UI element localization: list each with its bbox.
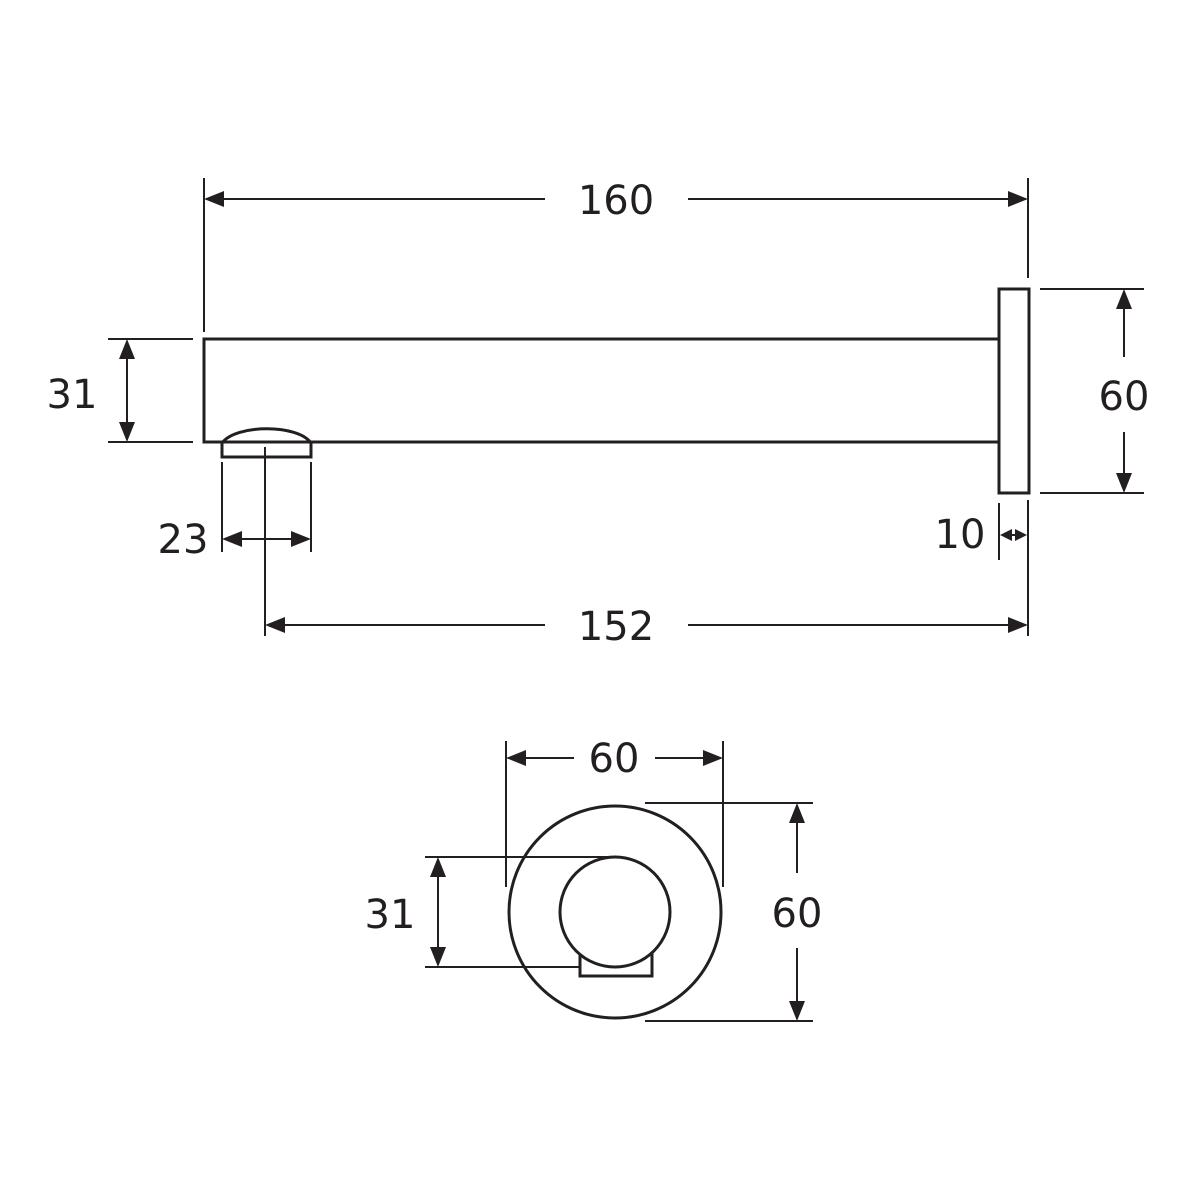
dimension-label-60-side: 60 (1099, 374, 1150, 420)
dimension-plate-thickness: 10 (935, 503, 1029, 560)
dimension-spout-height-front: 31 (365, 856, 615, 968)
dimension-label-60-height: 60 (772, 891, 823, 937)
dimension-label-152: 152 (578, 604, 654, 650)
wall-plate-circle (507, 804, 723, 1020)
front-view: 60 60 31 (365, 736, 823, 1022)
dimension-label-60-width: 60 (589, 736, 640, 782)
dimension-outlet-width: 23 (158, 462, 312, 563)
dimension-plate-height: 60 (645, 802, 823, 1022)
wall-plate (997, 287, 1031, 495)
dimension-label-31-front: 31 (365, 892, 416, 938)
spout-circle (558, 855, 672, 969)
dimension-label-160: 160 (578, 178, 654, 224)
dimension-outlet-to-wall: 152 (264, 447, 1029, 650)
side-view: 160 31 23 152 (47, 178, 1150, 650)
dimension-spout-height: 31 (47, 338, 193, 443)
dimension-label-10: 10 (935, 512, 986, 558)
outlet-aerator (220, 427, 313, 459)
spout-body (202, 337, 1001, 444)
outlet-aerator-front (578, 952, 654, 978)
dimension-plate-width: 60 (505, 736, 724, 887)
dimension-label-23: 23 (158, 517, 209, 563)
dimension-label-31-side: 31 (47, 372, 98, 418)
dimension-overall-length: 160 (203, 178, 1029, 332)
dimension-plate-diameter: 60 (1040, 288, 1150, 494)
